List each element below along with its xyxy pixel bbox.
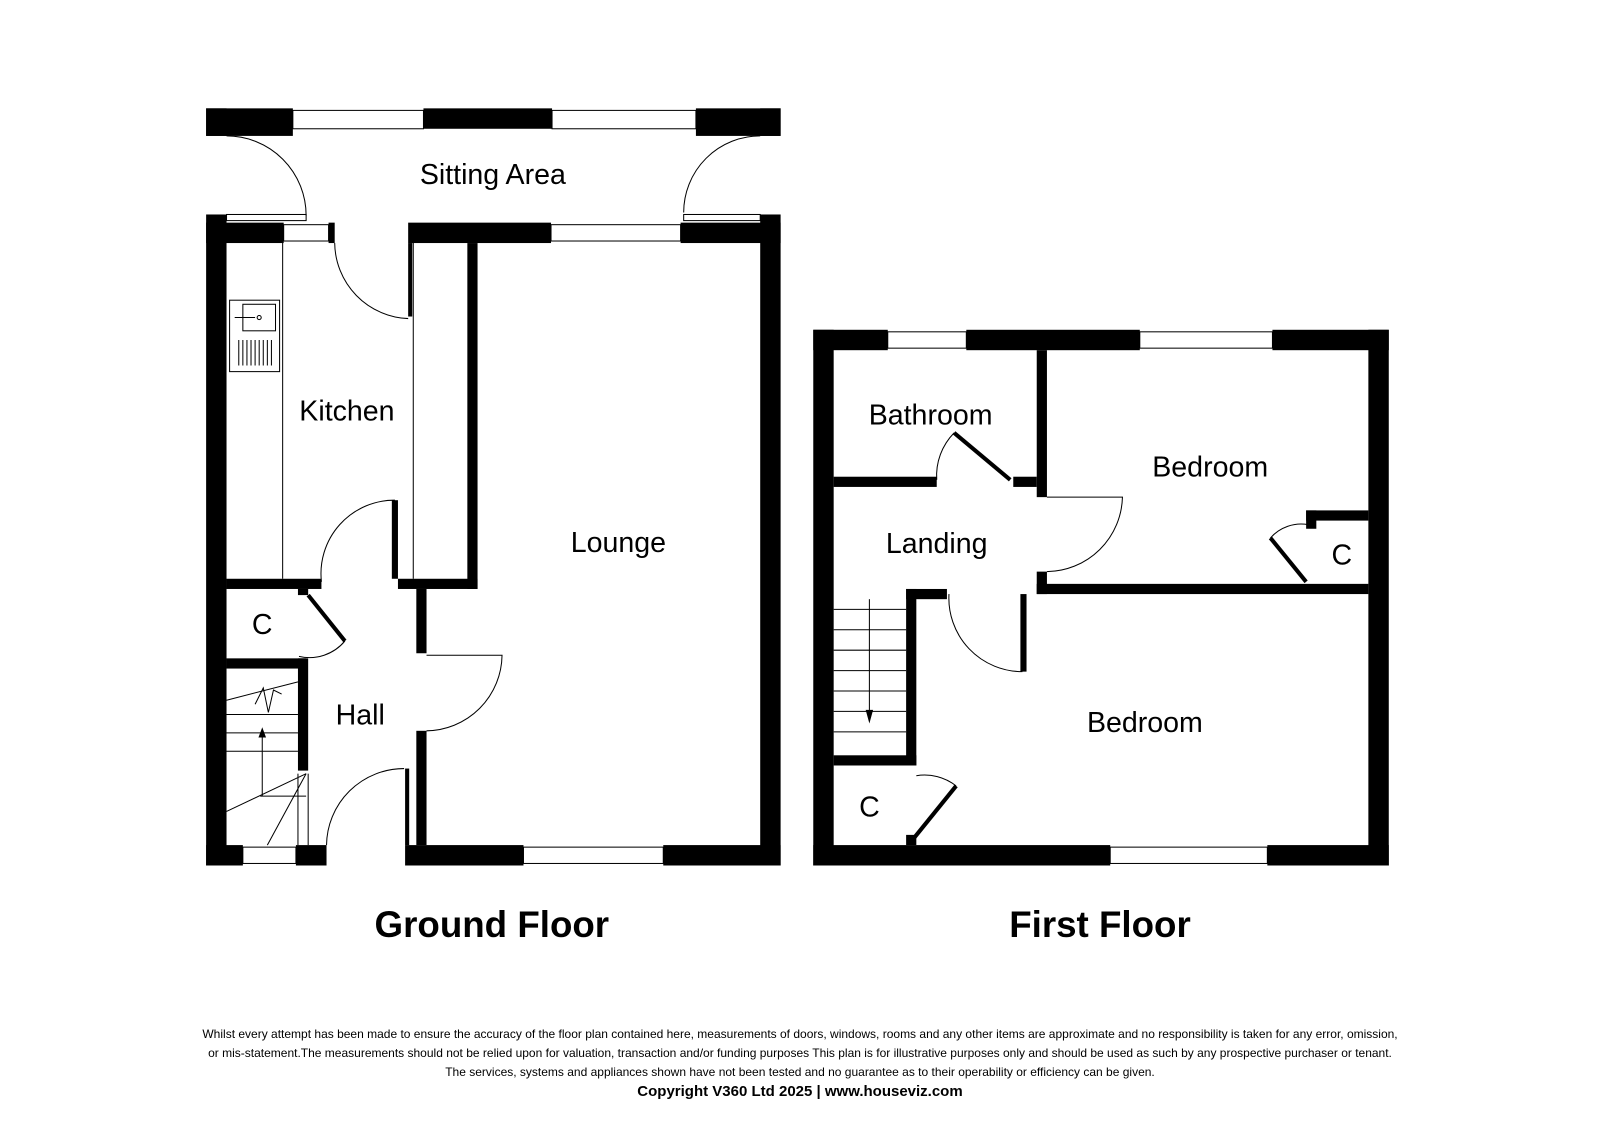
staircase — [226, 681, 309, 846]
disclaimer-line: Whilst every attempt has been made to en… — [202, 1027, 1398, 1041]
first-floor-plan: Bathroom Bedroom Landing Bedroom C C Fir… — [813, 329, 1389, 945]
room-label-cupboard: C — [1332, 539, 1353, 571]
room-label-hall: Hall — [336, 700, 385, 732]
disclaimer-line: The services, systems and appliances sho… — [445, 1065, 1155, 1079]
room-label-bedroom: Bedroom — [1152, 452, 1268, 484]
disclaimer-line: or mis-statement.The measurements should… — [208, 1046, 1392, 1060]
copyright: Copyright V360 Ltd 2025 | www.houseviz.c… — [637, 1083, 963, 1100]
sink-icon — [229, 299, 281, 373]
room-label-cupboard: C — [252, 609, 273, 641]
room-label-sitting-area: Sitting Area — [420, 159, 566, 191]
room-label-cupboard: C — [859, 792, 880, 824]
staircase — [833, 599, 907, 733]
ground-floor-plan: Sitting Area Kitchen Lounge Hall C Groun… — [206, 108, 781, 945]
disclaimer: Whilst every attempt has been made to en… — [0, 1025, 1600, 1101]
room-label-bathroom: Bathroom — [869, 400, 993, 432]
first-floor-title: First Floor — [1009, 904, 1191, 945]
room-label-bedroom: Bedroom — [1087, 707, 1203, 739]
ground-floor-title: Ground Floor — [375, 904, 610, 945]
room-label-landing: Landing — [886, 528, 988, 560]
room-label-kitchen: Kitchen — [299, 396, 394, 428]
room-label-lounge: Lounge — [571, 527, 666, 559]
